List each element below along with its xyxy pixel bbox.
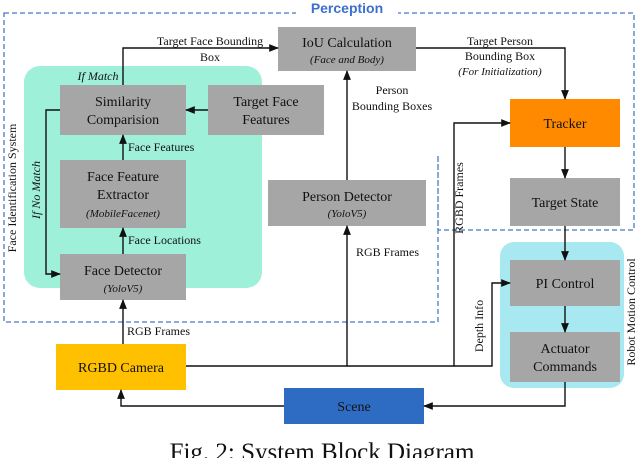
arrow-scene-to-camera <box>117 389 284 407</box>
pi-control-block: PI Control <box>510 260 620 306</box>
svg-text:Actuator: Actuator <box>541 342 590 357</box>
label-rgb-frames-person: RGB Frames <box>356 245 419 259</box>
svg-text:(YoloV5): (YoloV5) <box>104 283 143 295</box>
rgbd-camera-block: RGBD Camera <box>56 344 186 390</box>
target-state-block: Target State <box>510 178 620 226</box>
label-target-face-bbox-1: Target Face Bounding <box>157 34 263 48</box>
label-target-face-bbox-2: Box <box>200 50 220 64</box>
svg-text:Face Feature: Face Feature <box>87 170 159 185</box>
label-rgbd-frames: RGBD Frames <box>452 162 466 234</box>
svg-text:Target State: Target State <box>532 196 599 211</box>
label-face-features: Face Features <box>128 140 195 154</box>
label-face-locations: Face Locations <box>128 233 201 247</box>
label-person-bboxes-1: Person <box>376 83 409 97</box>
arrow-actuator-to-scene <box>423 382 566 410</box>
label-target-person-bbox-2: Bounding Box <box>465 49 535 63</box>
arrow-camera-to-pi-control <box>454 279 511 367</box>
arrow-camera-to-tracker <box>347 119 511 367</box>
label-person-bboxes-2: Bounding Boxes <box>352 99 433 113</box>
label-target-person-bbox-3: (For Initialization) <box>458 66 542 78</box>
similarity-comparison-block: Similarity Comparision <box>60 85 186 135</box>
svg-text:Comparision: Comparision <box>87 113 159 128</box>
arrow-similarity-to-iou <box>122 44 279 85</box>
face-identification-label: Face Identification System <box>5 123 19 252</box>
face-detector-block: Face Detector (YoloV5) <box>60 254 186 300</box>
perception-title-bg <box>296 0 398 18</box>
robot-motion-control-label: Robot Motion Control <box>624 258 638 366</box>
svg-text:Extractor: Extractor <box>97 188 149 203</box>
svg-text:Face Detector: Face Detector <box>84 264 162 279</box>
target-face-features-block: Target Face Features <box>208 85 324 135</box>
scene-block: Scene <box>284 388 424 424</box>
figure-caption: Fig. 2: System Block Diagram <box>170 439 475 458</box>
label-depth-info: Depth Info <box>472 300 486 352</box>
svg-text:Features: Features <box>242 113 289 128</box>
svg-text:PI Control: PI Control <box>536 277 595 292</box>
iou-calculation-block: IoU Calculation (Face and Body) <box>278 27 416 71</box>
svg-text:Tracker: Tracker <box>543 117 586 132</box>
svg-text:Commands: Commands <box>533 360 597 375</box>
perception-border <box>3 12 635 323</box>
svg-text:Person Detector: Person Detector <box>302 190 392 205</box>
arrow-no-match-loop <box>45 109 61 278</box>
svg-text:(MobileFacenet): (MobileFacenet) <box>86 208 160 220</box>
svg-text:(Face and Body): (Face and Body) <box>310 54 384 66</box>
label-target-person-bbox-1: Target Person <box>467 34 533 48</box>
label-rgb-frames-face: RGB Frames <box>127 324 190 338</box>
face-feature-extractor-block: Face Feature Extractor (MobileFacenet) <box>60 160 186 228</box>
actuator-commands-block: Actuator Commands <box>510 332 620 382</box>
svg-text:Scene: Scene <box>337 400 370 415</box>
svg-text:Similarity: Similarity <box>95 95 151 110</box>
tracker-block: Tracker <box>510 99 620 147</box>
svg-text:(YoloV5): (YoloV5) <box>328 208 367 220</box>
person-detector-block: Person Detector (YoloV5) <box>268 180 426 226</box>
connectors <box>45 44 569 410</box>
svg-text:Target Face: Target Face <box>233 95 298 110</box>
arrow-iou-to-tracker <box>416 47 569 100</box>
perception-title: Perception <box>311 0 383 16</box>
label-if-match: If Match <box>77 69 119 83</box>
svg-text:RGBD Camera: RGBD Camera <box>78 361 165 376</box>
svg-text:IoU Calculation: IoU Calculation <box>302 36 392 51</box>
label-if-no-match: If No Match <box>29 161 43 220</box>
